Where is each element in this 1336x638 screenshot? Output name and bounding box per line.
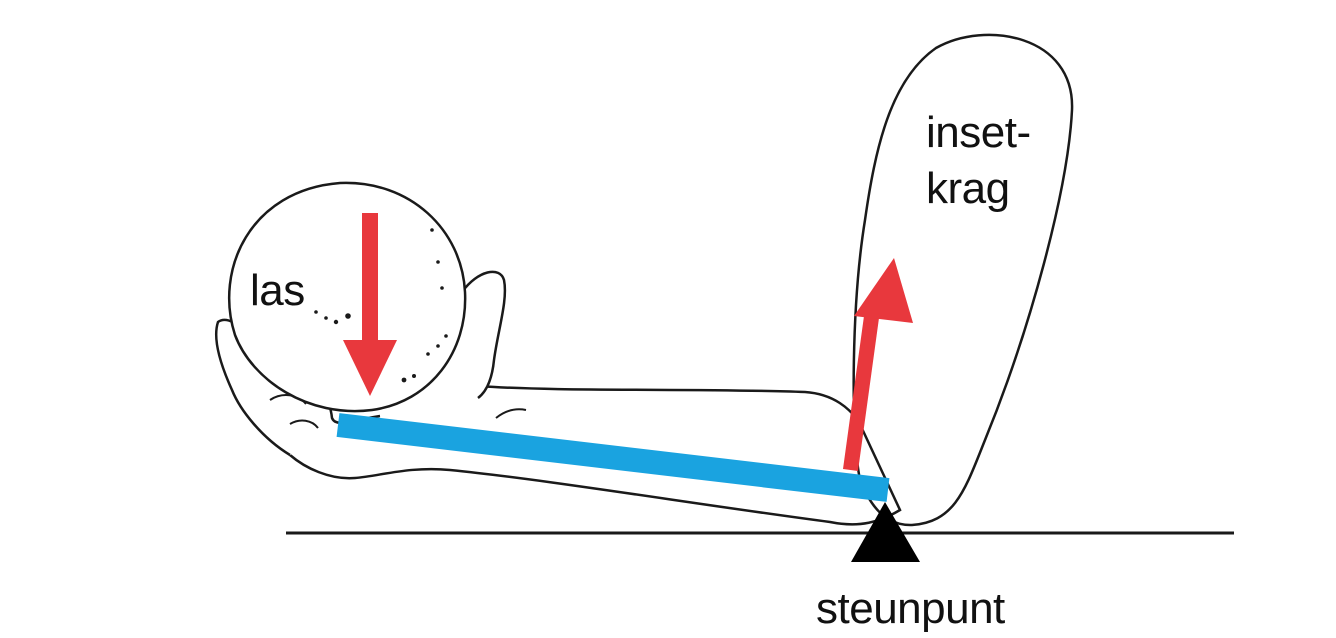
ball-sketch [227, 181, 467, 413]
effort-arrow [843, 258, 913, 471]
load-label: las [250, 266, 305, 315]
upper-arm-sketch [852, 33, 1074, 527]
effort-label-line2: krag [926, 164, 1010, 213]
fulcrum-triangle [851, 502, 920, 562]
effort-label-line1: inset- [926, 108, 1031, 157]
ball-dots [314, 228, 448, 383]
forearm-sketch [289, 384, 902, 526]
load-arrow [343, 213, 397, 396]
thumb-sketch [460, 270, 507, 399]
fulcrum-label: steunpunt [816, 584, 1005, 633]
lever-bar [336, 413, 890, 502]
